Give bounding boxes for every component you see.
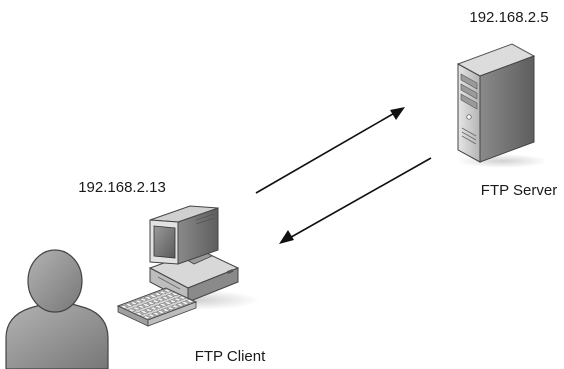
keyboard-key	[129, 301, 139, 306]
user-silhouette-icon	[5, 249, 109, 369]
keyboard-key	[141, 302, 151, 307]
server-name-label: FTP Server	[481, 182, 557, 199]
keyboard-key	[162, 288, 173, 293]
keyboard-key	[146, 301, 156, 306]
keyboard-key	[131, 306, 142, 311]
keyboard-key	[143, 295, 153, 300]
keyboard-key	[158, 302, 168, 307]
keyboard-key	[157, 290, 168, 295]
response-arrow	[279, 157, 432, 244]
keyboard-key	[148, 306, 159, 311]
keyboard-key	[160, 295, 170, 300]
keyboard-key	[170, 304, 181, 309]
keyboard-key	[119, 304, 129, 309]
keyboard-key	[134, 311, 144, 316]
keyboard-key	[156, 309, 166, 314]
keyboard-key	[180, 300, 190, 305]
keyboard-key	[139, 310, 149, 315]
request-arrow	[255, 107, 405, 194]
keyboard-key	[148, 294, 158, 299]
keyboard-key	[136, 304, 146, 309]
keyboard-key	[165, 293, 175, 298]
client-name-label: FTP Client	[195, 348, 266, 365]
keyboard-key	[126, 308, 137, 313]
desktop-computer-icon	[116, 205, 260, 327]
keyboard-key	[141, 315, 152, 320]
keyboard-key	[138, 297, 149, 302]
keyboard-key	[151, 311, 161, 316]
keyboard-key	[165, 306, 176, 311]
keyboard-key	[177, 295, 188, 300]
keyboard-key	[144, 308, 154, 313]
keyboard-key	[170, 292, 180, 297]
keyboard-key	[185, 299, 195, 304]
keyboard-key	[172, 297, 183, 302]
keyboard-key	[153, 304, 164, 309]
keyboard-key	[153, 292, 163, 297]
keyboard-key	[150, 299, 161, 304]
server-ip-label: 192.168.2.5	[469, 9, 548, 26]
keyboard-key	[155, 297, 166, 302]
keyboard-key	[168, 299, 178, 304]
keyboard-key	[124, 303, 134, 308]
client-ip-label: 192.168.2.13	[78, 179, 166, 196]
keyboard-key	[133, 299, 144, 304]
keyboard-key	[163, 301, 173, 306]
keyboard-key	[175, 302, 185, 307]
keyboard-key	[161, 308, 171, 313]
server-tower-icon	[456, 43, 548, 168]
keyboard-key	[146, 313, 157, 318]
